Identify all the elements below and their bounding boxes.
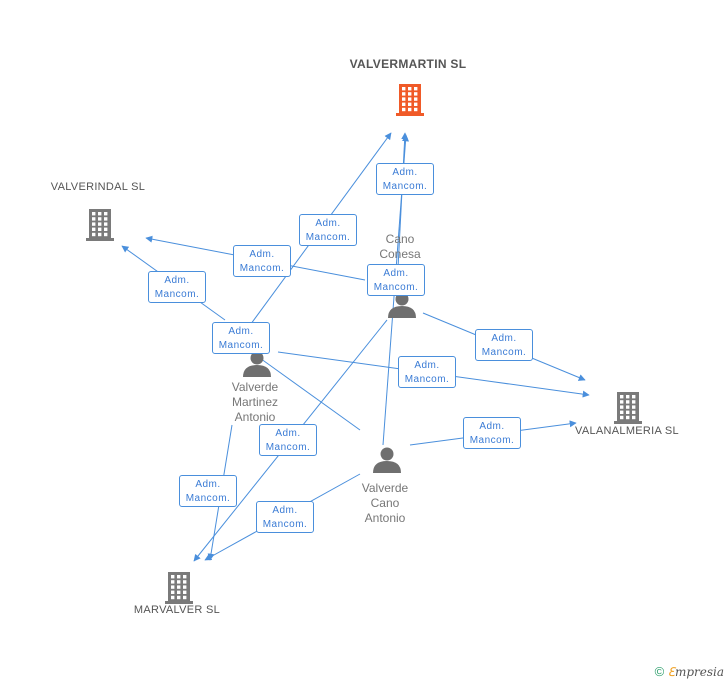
person-name-line: Conesa	[379, 247, 421, 261]
relation-role-line1: Adm.	[479, 421, 505, 432]
relation-role-line2: Mancom.	[262, 519, 308, 530]
company-label-valvermartin[interactable]: VALVERMARTIN SL	[349, 57, 467, 71]
person-name-line: Antonio	[234, 410, 276, 424]
relation-role-line2: Mancom.	[185, 493, 231, 504]
nodes	[86, 84, 642, 604]
relation-role-line1: Adm.	[272, 505, 298, 516]
relation-label-martinez-to-valanalmeria[interactable]: Adm. Mancom.	[398, 356, 456, 388]
relation-role-line2: Mancom.	[469, 435, 515, 446]
relation-role-line2: Mancom.	[373, 282, 419, 293]
footer-credit: © ℇmpresia	[655, 664, 724, 679]
relation-role-line2: Mancom.	[265, 442, 311, 453]
relation-role-line1: Adm.	[249, 249, 275, 260]
relation-label-cano-to-valverindal[interactable]: Adm. Mancom.	[233, 245, 291, 277]
company-label-marvalver[interactable]: MARVALVER SL	[133, 604, 221, 616]
person-name-line: Valverde	[231, 380, 279, 394]
relation-role-line1: Adm.	[383, 268, 409, 279]
cano-person-icon[interactable]	[388, 292, 416, 319]
relation-label-cano-to-valanalmeria[interactable]: Adm. Mancom.	[475, 329, 533, 361]
copyright-symbol: ©	[654, 664, 665, 679]
relation-label-valverde_cano-to-marvalver[interactable]: Adm. Mancom.	[256, 501, 314, 533]
relation-role-line1: Adm.	[315, 218, 341, 229]
relation-role-line2: Mancom.	[404, 374, 450, 385]
relation-role-line1: Adm.	[164, 275, 190, 286]
relation-role-line1: Adm.	[275, 428, 301, 439]
relation-label-cano-to-marvalver[interactable]: Adm. Mancom.	[259, 424, 317, 456]
relation-label-martinez-to-valverindal[interactable]: Adm. Mancom.	[148, 271, 206, 303]
relation-role-line1: Adm.	[491, 333, 517, 344]
valanalmeria-building-icon[interactable]	[614, 392, 642, 424]
relation-label-martinez-to-valvermartin[interactable]: Adm. Mancom.	[299, 214, 357, 246]
relation-role-line2: Mancom.	[382, 181, 428, 192]
relation-role-line2: Mancom.	[481, 347, 527, 358]
relation-label-martinez-to-marvalver[interactable]: Adm. Mancom.	[179, 475, 237, 507]
brand-logo[interactable]: ℇmpresia	[667, 665, 724, 679]
relation-role-line2: Mancom.	[305, 232, 351, 243]
valverde_cano-person-icon[interactable]	[373, 447, 401, 474]
valverindal-building-icon[interactable]	[86, 209, 114, 241]
relation-label-valverde_cano-to-valverindal[interactable]: Adm. Mancom.	[212, 322, 270, 354]
relation-role-line2: Mancom.	[239, 263, 285, 274]
relation-role-line2: Mancom.	[218, 340, 264, 351]
valvermartin-building-icon[interactable]	[396, 84, 424, 116]
relation-role-line1: Adm.	[195, 479, 221, 490]
relation-label-cano-to-valvermartin[interactable]: Adm. Mancom.	[376, 163, 434, 195]
company-label-valverindal[interactable]: VALVERINDAL SL	[50, 181, 146, 193]
person-name-line: Valverde	[361, 481, 409, 495]
marvalver-building-icon[interactable]	[165, 572, 193, 604]
relation-role-line2: Mancom.	[154, 289, 200, 300]
martinez-person-icon[interactable]	[243, 351, 271, 378]
relation-role-line1: Adm.	[392, 167, 418, 178]
relation-role-line1: Adm.	[228, 326, 254, 337]
relation-label-valverde_cano-to-valvermartin[interactable]: Adm. Mancom.	[367, 264, 425, 296]
relation-role-line1: Adm.	[414, 360, 440, 371]
company-label-valanalmeria[interactable]: VALANALMERIA SL	[575, 425, 679, 437]
person-name-line: Martinez	[231, 395, 278, 409]
person-name-line: Antonio	[364, 511, 406, 525]
relation-label-valverde_cano-to-valanalmeria[interactable]: Adm. Mancom.	[463, 417, 521, 449]
person-name-line: Cano	[385, 232, 415, 246]
person-name-line: Cano	[370, 496, 400, 510]
